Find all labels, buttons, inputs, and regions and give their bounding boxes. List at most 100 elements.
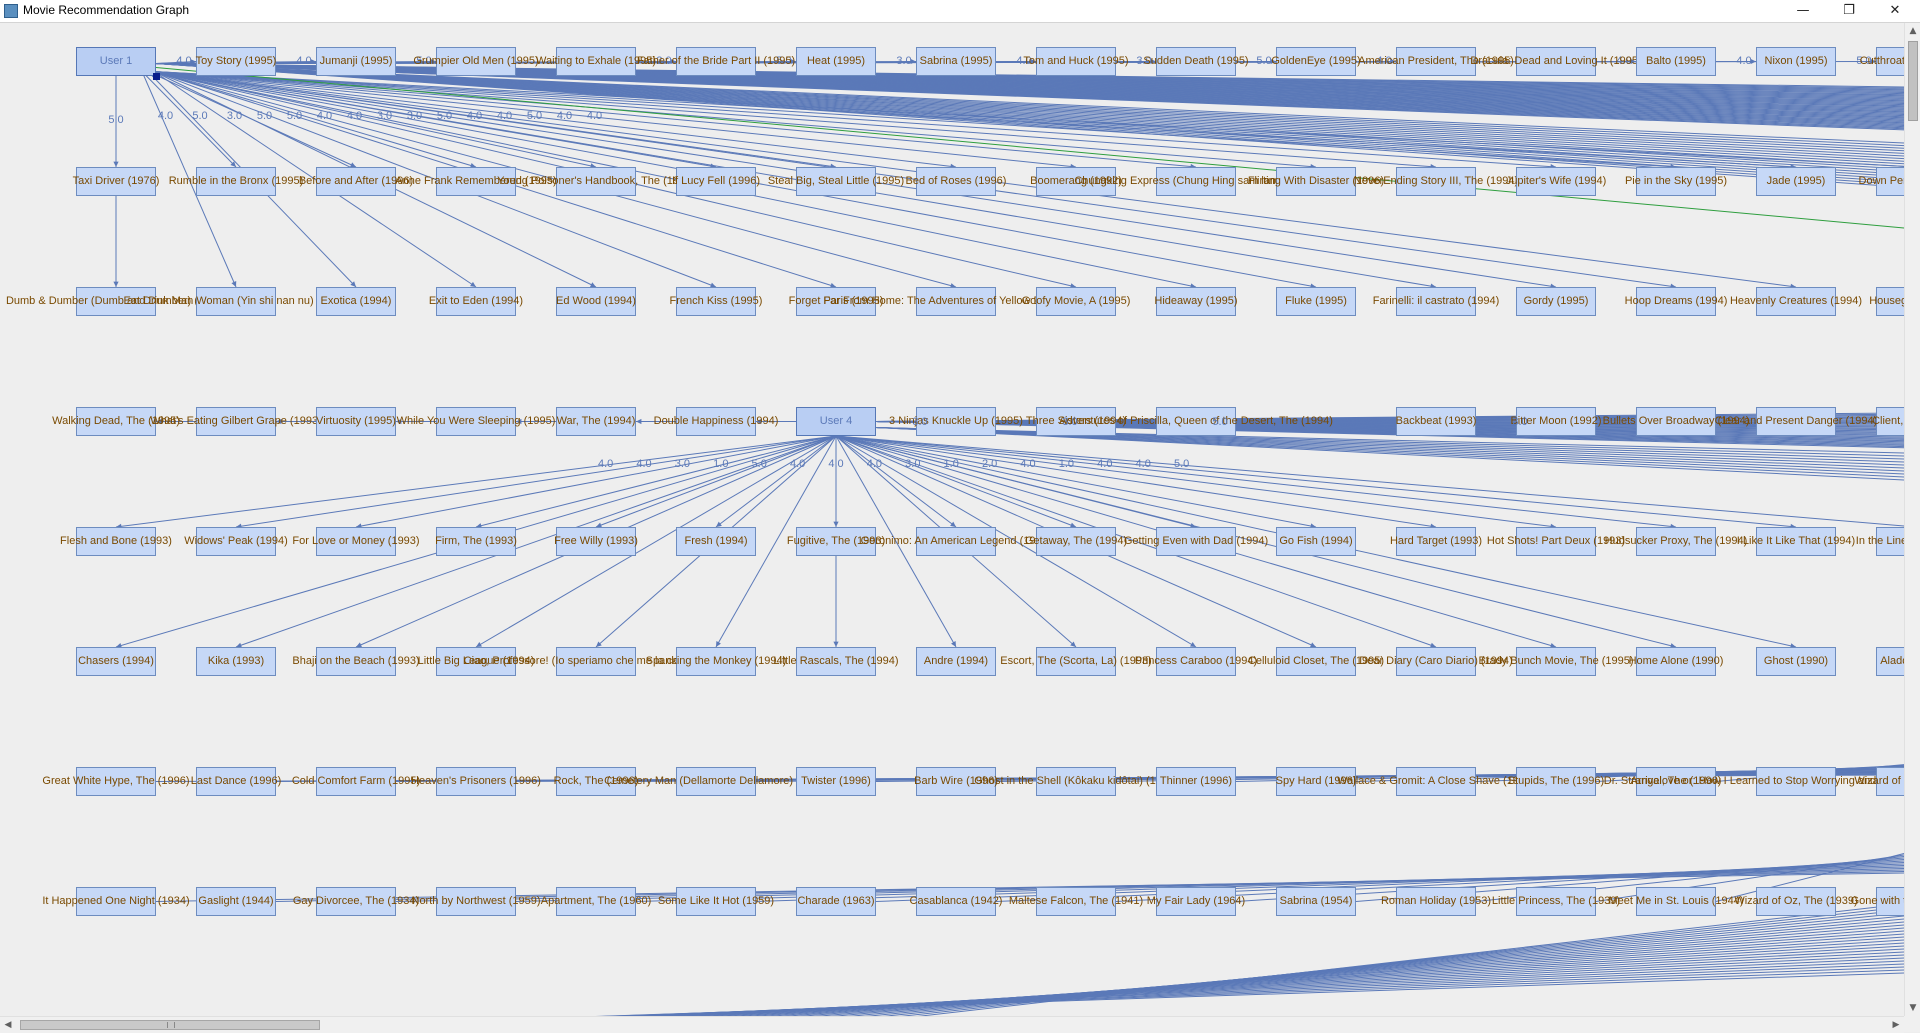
scroll-up-arrow-icon[interactable]: ▲ (1905, 23, 1920, 39)
vertical-scrollbar[interactable]: ▲ ▼ (1904, 23, 1920, 1016)
edge-rating-label: 4.0 (317, 110, 332, 122)
movie-node-label: Hoop Dreams (1994) (1625, 295, 1728, 308)
scroll-right-arrow-icon[interactable]: ▶ (1888, 1017, 1904, 1033)
movie-node-label: Kika (1993) (208, 655, 264, 668)
edge-rating-label: 5.0 (752, 458, 767, 470)
movie-node-label: Exit to Eden (1994) (429, 295, 523, 308)
movie-node-label: War, The (1994) (557, 415, 636, 428)
title-bar: Movie Recommendation Graph — ❐ ✕ (0, 0, 1920, 23)
movie-node-label: Spanking the Monkey (1994) (646, 655, 787, 668)
scroll-down-arrow-icon[interactable]: ▼ (1905, 1000, 1920, 1016)
movie-node-label: Bed of Roses (1996) (906, 175, 1007, 188)
movie-node-label: Twister (1996) (801, 775, 871, 788)
edge-user4 (596, 436, 836, 527)
edge-rating-label: 1.0 (1059, 458, 1074, 470)
edge-rating-label: 5.0 (192, 110, 207, 122)
edge-rating-label: 4.0 (557, 110, 572, 122)
movie-node-label: Hideaway (1995) (1154, 295, 1237, 308)
movie-node-label: Go Fish (1994) (1279, 535, 1352, 548)
edge-rating-label: 5.0 (257, 110, 272, 122)
movie-node-label: Dracula: Dead and Loving It (1995) (1470, 55, 1641, 68)
edge-rating-label: 4.0 (1736, 55, 1751, 67)
graph-canvas[interactable]: 4.0 4.0 5.0 3.0 5.0 3.0 4.0 3.0 5.0 4.0 4.0 4.0 5.0 5… (0, 23, 1904, 1016)
movie-node-label: In the Line of Fire (1993) (1856, 535, 1904, 548)
movie-node-label: Little Rascals, The (1994) (773, 655, 898, 668)
maximize-button[interactable]: ❐ (1826, 0, 1872, 22)
edge-rating-label: 5.0 (1212, 416, 1227, 428)
edge-incoming (720, 925, 1904, 1016)
edge-rating-label: 1.0 (944, 458, 959, 470)
movie-node-label: Steal Big, Steal Little (1995) (768, 175, 904, 188)
selection-handle[interactable] (153, 73, 160, 80)
edge-rating-label: 3.0 (905, 458, 920, 470)
edge-user4 (116, 436, 836, 527)
movie-node-label: Rumble in the Bronx (1995) (169, 175, 304, 188)
scroll-left-arrow-icon[interactable]: ◀ (0, 1017, 16, 1033)
edge-rating-label: 3.0 (377, 110, 392, 122)
movie-node-label: Wallace & Gromit: A Close Shave (1995) (1337, 775, 1535, 788)
movie-node-label: Gone with the Wind (1939) (1851, 895, 1904, 908)
horizontal-scroll-thumb[interactable] (20, 1020, 320, 1030)
movie-node-label: Hudsucker Proxy, The (1994) (1605, 535, 1748, 548)
movie-node-label: Eat Drink Man Woman (Yin shi nan nu) (19… (124, 295, 349, 308)
edge-user4 (356, 436, 836, 527)
movie-node-label: Sabrina (1954) (1280, 895, 1353, 908)
horizontal-scrollbar[interactable]: ◀ ▶ (0, 1016, 1904, 1033)
movie-node-label: Farinelli: il castrato (1994) (1373, 295, 1500, 308)
movie-node-label: Great White Hype, The (1996) (42, 775, 189, 788)
scroll-grip-icon (167, 1022, 175, 1028)
movie-node-label: Roman Holiday (1953) (1381, 895, 1491, 908)
movie-node-label: Client, The (1994) (1872, 415, 1904, 428)
movie-node-label: 3 Ninjas Knuckle Up (1995) (889, 415, 1023, 428)
movie-node-label: Cutthroat Island (1995) (1860, 55, 1904, 68)
movie-node-label: Chasers (1994) (78, 655, 154, 668)
user-node-label: User 1 (100, 55, 132, 68)
movie-node-label: Apartment, The (1960) (541, 895, 651, 908)
java-app-icon (4, 4, 18, 18)
movie-node-label: Jupiter's Wife (1994) (1506, 175, 1607, 188)
movie-node-label: Getting Even with Dad (1994) (1124, 535, 1268, 548)
movie-node-label: Geronimo: An American Legend (1993) (861, 535, 1052, 548)
edge-rating-label: 5.0 (1362, 416, 1377, 428)
movie-node-label: Flesh and Bone (1993) (60, 535, 172, 548)
vertical-scroll-thumb[interactable] (1908, 41, 1918, 121)
edge-rating-label: 4.0 (636, 458, 651, 470)
movie-node-label: Father of the Bride Part II (1995) (637, 55, 795, 68)
movie-node-label: Meet Me in St. Louis (1944) (1608, 895, 1743, 908)
movie-node-label: My Fair Lady (1964) (1147, 895, 1245, 908)
edge-rating-label: 3.0 (407, 110, 422, 122)
movie-node-label: Young Poisoner's Handbook, The (1995) (497, 175, 695, 188)
movie-node-label: Adventures of Priscilla, Queen of the De… (1059, 415, 1333, 428)
edge-rating-label: 4.0 (347, 110, 362, 122)
edge-user4 (716, 436, 836, 527)
edge-rating-label: 4.0 (497, 110, 512, 122)
edge-rating-label: 4.0 (587, 110, 602, 122)
movie-node-label: Exotica (1994) (321, 295, 392, 308)
edge-rating-label: 4.0 (867, 458, 882, 470)
movie-node-label: GoldenEye (1995) (1271, 55, 1360, 68)
close-button[interactable]: ✕ (1872, 0, 1918, 22)
edge-rating-label: 5.0 (1256, 55, 1271, 67)
edge-rating-label: 3.0 (227, 110, 242, 122)
movie-node-label: Hard Target (1993) (1390, 535, 1482, 548)
movie-node-label: Last Dance (1996) (191, 775, 282, 788)
movie-node-label: Heaven's Prisoners (1996) (411, 775, 541, 788)
movie-node-label: French Kiss (1995) (670, 295, 763, 308)
movie-node-label: Cemetery Man (Dellamorte Dellamore) (199… (604, 775, 828, 788)
edge-rating-label: 3.0 (1512, 416, 1527, 428)
edge-rating-label: 5.0 (437, 110, 452, 122)
movie-node-label: Heat (1995) (807, 55, 865, 68)
movie-node-label: While You Were Sleeping (1995) (397, 415, 556, 428)
movie-node-label: Gay Divorcee, The (1934) (293, 895, 419, 908)
movie-node-label: Bhaji on the Beach (1993) (292, 655, 419, 668)
edge-user4 (476, 436, 836, 527)
scrollbar-corner (1904, 1016, 1920, 1032)
minimize-button[interactable]: — (1780, 0, 1826, 22)
edge-rating-label: 5.0 (287, 110, 302, 122)
movie-node-label: Toy Story (1995) (196, 55, 277, 68)
edge-user4 (836, 436, 1316, 527)
movie-node-label: Firm, The (1993) (435, 535, 517, 548)
window-title: Movie Recommendation Graph (23, 3, 189, 17)
movie-node-label: If Lucy Fell (1996) (672, 175, 760, 188)
movie-node-label: Free Willy (1993) (554, 535, 638, 548)
